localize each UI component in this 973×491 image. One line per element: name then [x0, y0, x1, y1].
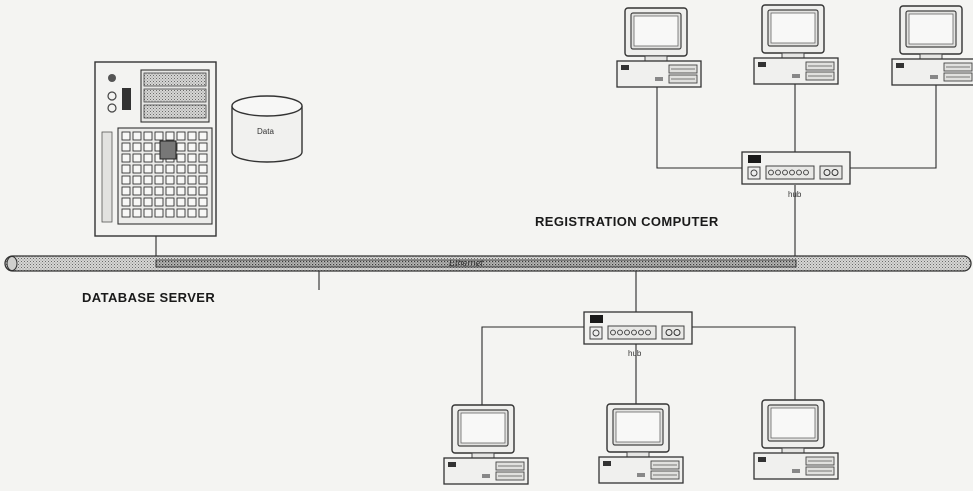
database-server-icon: [95, 62, 216, 236]
workstation-top-3: [892, 6, 973, 85]
ethernet-backbone: Ethernet: [5, 256, 971, 271]
hub-top: [742, 152, 850, 184]
workstation-bottom-1: [444, 405, 528, 484]
ethernet-label: Ethernet: [449, 258, 484, 268]
workstation-bottom-3: [754, 400, 838, 479]
registration-computer-label: REGISTRATION COMPUTER: [535, 214, 719, 229]
data-label: Data: [257, 127, 274, 136]
data-storage-icon: Data: [232, 96, 302, 162]
hub-top-label: hub: [788, 190, 802, 199]
workstation-bottom-2: [599, 404, 683, 483]
database-server-label: DATABASE SERVER: [82, 290, 215, 305]
workstation-top-1: [617, 8, 701, 87]
hub-bottom-label: hub: [628, 349, 642, 358]
hub-bottom: [584, 312, 692, 344]
workstation-top-2: [754, 5, 838, 84]
